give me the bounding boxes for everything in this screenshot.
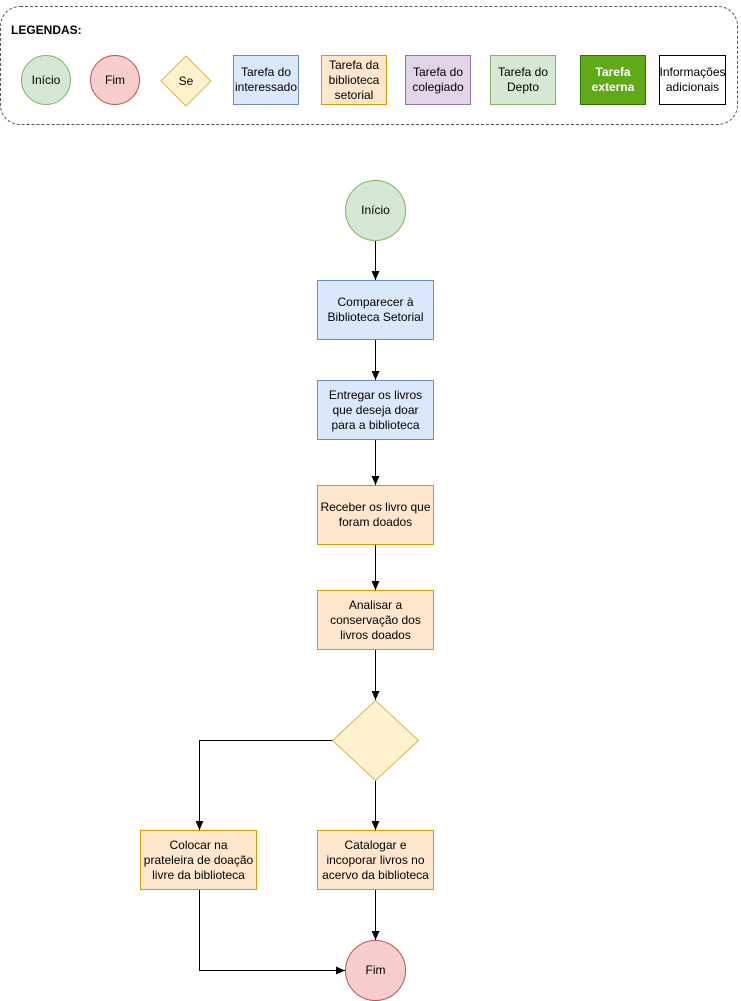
legend-interessado: Tarefa do interessado [233, 55, 299, 105]
legend-decision-shape [160, 55, 212, 107]
legend-decision: Se [178, 73, 194, 88]
edge-left-end [199, 890, 345, 975]
legend-start: Início [21, 55, 71, 105]
legend-info: Informações adicionais [659, 55, 726, 105]
legend-title: LEGENDAS: [11, 23, 82, 37]
flow-decision [332, 700, 419, 781]
flow-decision-shape [332, 700, 419, 781]
flow-step-receber: Receber os livro que foram doados [317, 485, 434, 545]
flow-step-analisar: Analisar a conservação dos livros doados [317, 590, 434, 650]
legend-biblioteca: Tarefa da biblioteca setorial [321, 55, 387, 105]
legend-frame [0, 6, 738, 125]
flow-start: Início [345, 180, 406, 241]
flow-step-catalogar: Catalogar e incoporar livros no acervo d… [317, 830, 434, 890]
flow-step-comparecer: Comparecer à Biblioteca Setorial [317, 280, 434, 340]
flow-end: Fim [345, 940, 406, 1001]
flow-step-prateleira: Colocar na prateleira de doação livre da… [140, 830, 257, 890]
edge-decision-left [195, 740, 333, 830]
legend-externa: Tarefa externa [580, 55, 646, 105]
flow-step-entregar: Entregar os livros que deseja doar para … [317, 380, 434, 440]
legend-end: Fim [90, 55, 140, 105]
legend-colegiado: Tarefa do colegiado [405, 55, 471, 105]
legend-depto: Tarefa do Depto [490, 55, 556, 105]
